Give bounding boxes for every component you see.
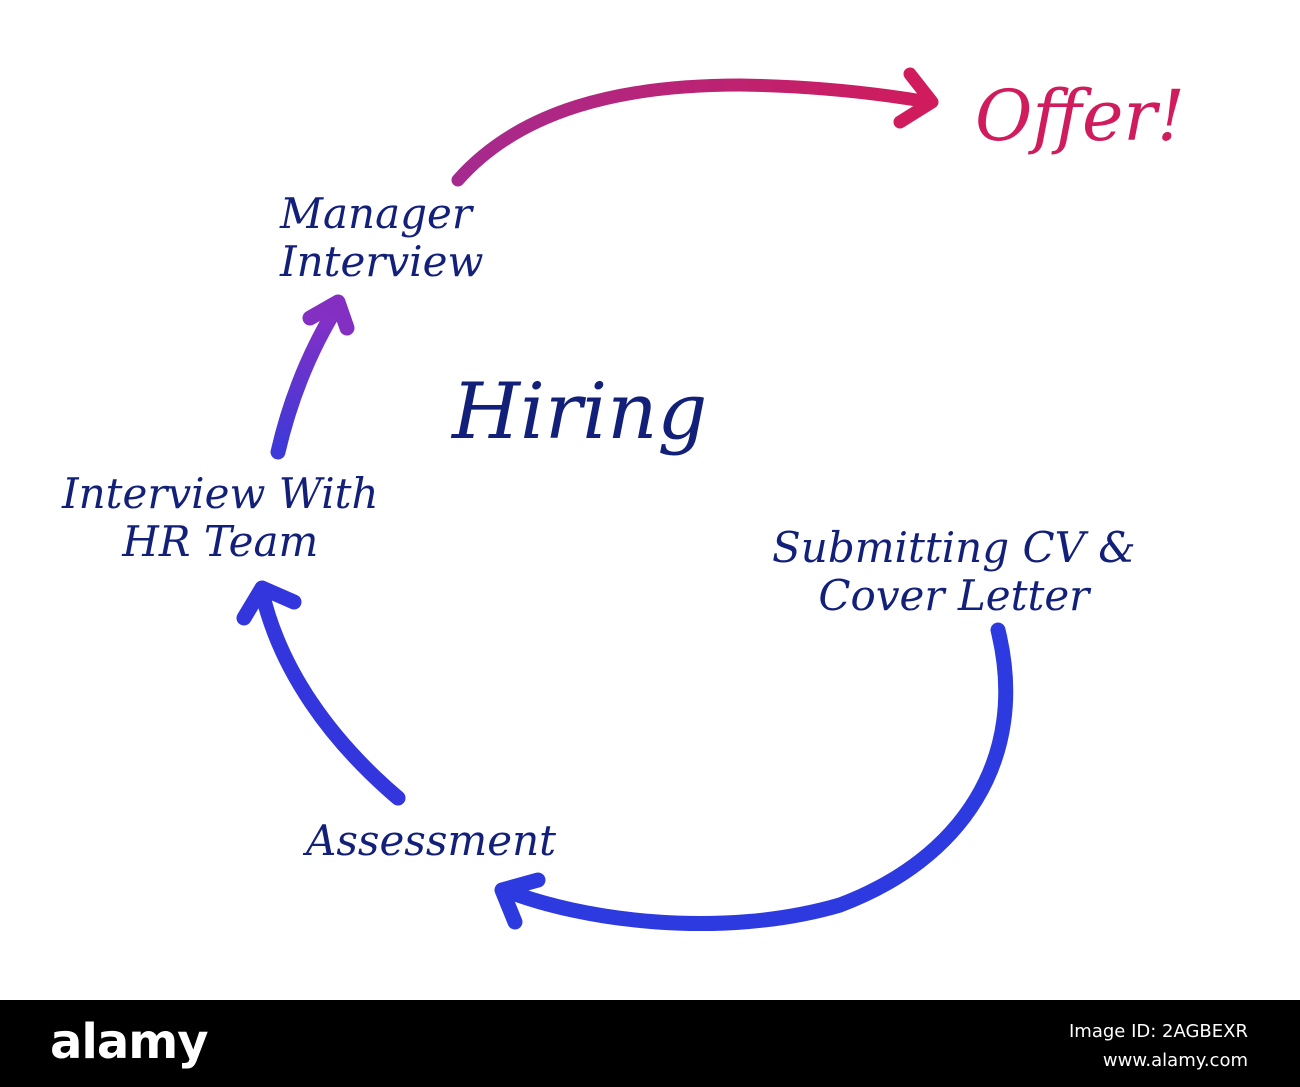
step-hr-interview: Interview With HR Team	[62, 469, 379, 567]
step-submitting-cv-line-2: Cover Letter	[818, 571, 1090, 621]
footer-credit: Image ID: 2AGBEXR www.alamy.com	[1069, 1018, 1248, 1076]
step-hr-interview-line-1: Interview With	[62, 469, 379, 518]
footer-logo: alamy	[50, 1014, 209, 1070]
diagram-title: Hiring	[452, 367, 708, 457]
step-assessment: Assessment	[306, 816, 557, 865]
step-hr-interview-line-2: HR Team	[122, 517, 319, 567]
footer-band	[0, 1000, 1300, 1087]
arrow-assessment-to-hr	[236, 580, 406, 806]
step-manager-interview: Manager Interview	[280, 189, 484, 287]
arrow-hr-to-manager	[270, 294, 355, 460]
website-text: www.alamy.com	[1102, 1049, 1248, 1071]
step-submitting-cv-line-1: Submitting CV &	[772, 523, 1136, 572]
step-manager-interview-line-1: Manager	[280, 189, 472, 238]
arrow-submitting-to-assessment	[494, 622, 1014, 932]
arrows-layer	[236, 67, 1014, 932]
step-manager-interview-line-2: Interview	[280, 237, 484, 287]
arrow-manager-to-offer	[451, 67, 939, 187]
image-id-text: Image ID: 2AGBEXR	[1068, 1021, 1248, 1042]
step-offer: Offer!	[975, 75, 1185, 157]
step-submitting-cv: Submitting CV & Cover Letter	[772, 523, 1136, 621]
